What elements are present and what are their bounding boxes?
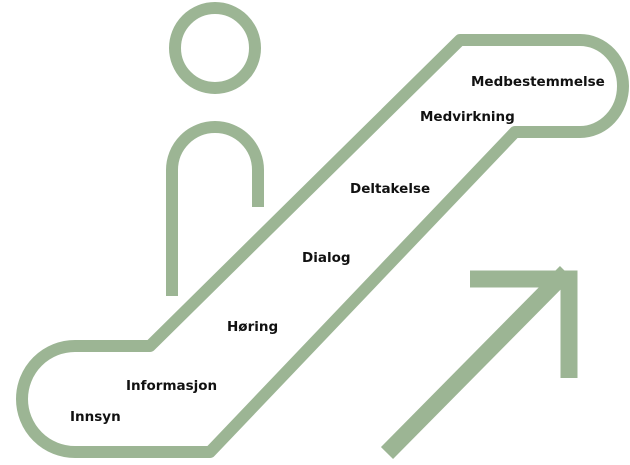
step-medvirkning: Medvirkning <box>420 109 515 125</box>
step-dialog: Dialog <box>302 250 351 266</box>
escalator-outline <box>16 34 629 458</box>
person-body-icon <box>166 121 264 296</box>
step-medbestemmelse: Medbestemmelse <box>471 74 605 90</box>
up-arrow-icon <box>380 266 578 459</box>
step-horing: Høring <box>227 319 279 335</box>
person-head-icon <box>169 2 261 94</box>
step-deltakelse: Deltakelse <box>350 181 431 197</box>
step-innsyn: Innsyn <box>70 409 121 425</box>
step-informasjon: Informasjon <box>126 378 218 394</box>
